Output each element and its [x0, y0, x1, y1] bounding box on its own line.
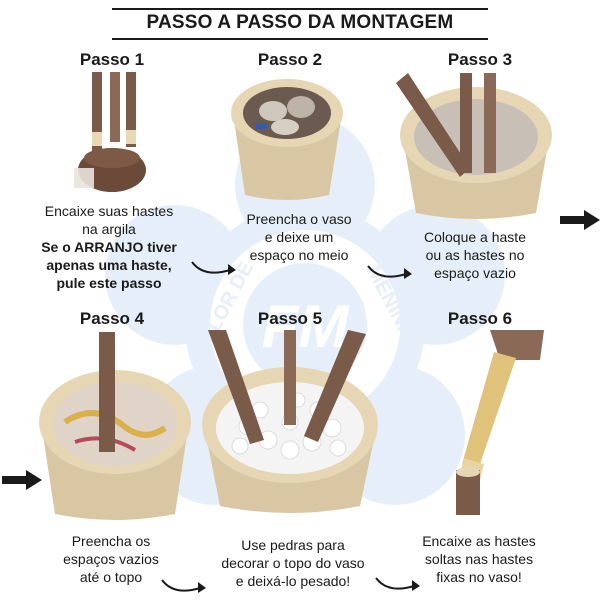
- step-6-caption: Encaixe as hastes soltas nas hastes fixa…: [404, 532, 554, 586]
- step-6-photo: [456, 330, 544, 515]
- step-6-caption-line: soltas nas hastes: [424, 551, 534, 567]
- step-4-photo: [39, 332, 191, 520]
- step-2-caption: Preencha o vaso e deixe um espaço no mei…: [224, 210, 374, 264]
- step-3-caption-line: espaço vazio: [434, 265, 516, 281]
- curved-arrow-icon: [367, 265, 412, 279]
- curved-arrow-icon: [161, 579, 206, 593]
- curved-arrow-icon: [375, 577, 420, 591]
- step-2-caption-line: e deixe um: [264, 229, 334, 245]
- title-rule-bottom: [112, 38, 488, 40]
- step-6-label: Passo 6: [447, 309, 513, 328]
- step-5-caption-line: Use pedras para: [241, 537, 345, 553]
- step-1-note-line: apenas uma haste,: [46, 257, 172, 273]
- step-2-caption-line: Preencha o vaso: [246, 211, 352, 227]
- watermark-monogram: FM: [262, 293, 351, 360]
- step-3-photo: [396, 73, 552, 219]
- step-1-caption: Encaixe suas hastes na argila Se o ARRAN…: [14, 202, 204, 292]
- step-3-label: Passo 3: [447, 50, 513, 69]
- step-4-label: Passo 4: [79, 309, 145, 328]
- curved-arrow-icon: [191, 261, 236, 275]
- step-6-caption-line: fixas no vaso!: [436, 569, 522, 585]
- step-2-photo: [231, 79, 343, 200]
- step-6-caption-line: Encaixe as hastes: [422, 533, 536, 549]
- step-2-caption-line: espaço no meio: [249, 247, 349, 263]
- arrow-right-icon: [560, 210, 600, 230]
- step-5-caption-line: decorar o topo do vaso: [221, 555, 365, 571]
- step-1-caption-line: Encaixe suas hastes: [44, 203, 174, 219]
- arrow-right-icon: [2, 470, 42, 490]
- step-3-caption: Coloque a haste ou as hastes no espaço v…: [400, 228, 550, 282]
- step-3-caption-line: Coloque a haste: [424, 229, 526, 245]
- step-4-caption-line: Preencha os: [71, 533, 151, 549]
- step-1-label: Passo 1: [79, 50, 145, 69]
- step-5-caption-line: e deixá-lo pesado!: [235, 573, 351, 589]
- step-1-caption-line: na argila: [82, 221, 136, 237]
- step-4-caption-line: até o topo: [79, 569, 143, 585]
- step-5-label: Passo 5: [257, 309, 323, 328]
- step-5-caption: Use pedras para decorar o topo do vaso e…: [198, 536, 388, 590]
- step-3-caption-line: ou as hastes no: [425, 247, 525, 263]
- title-rule-top: [112, 8, 488, 10]
- step-1-note-line: Se o ARRANJO tiver: [41, 239, 177, 255]
- title-block: PASSO A PASSO DA MONTAGEM: [110, 6, 490, 36]
- step-1-note-line: pule este passo: [56, 275, 162, 291]
- step-5-photo: [202, 330, 378, 513]
- step-2-label: Passo 2: [257, 50, 323, 69]
- page-title: PASSO A PASSO DA MONTAGEM: [146, 12, 454, 33]
- step-1-photo: [74, 72, 146, 192]
- step-4-caption-line: espaços vazios: [63, 551, 159, 567]
- step-4-caption: Preencha os espaços vazios até o topo: [36, 532, 186, 586]
